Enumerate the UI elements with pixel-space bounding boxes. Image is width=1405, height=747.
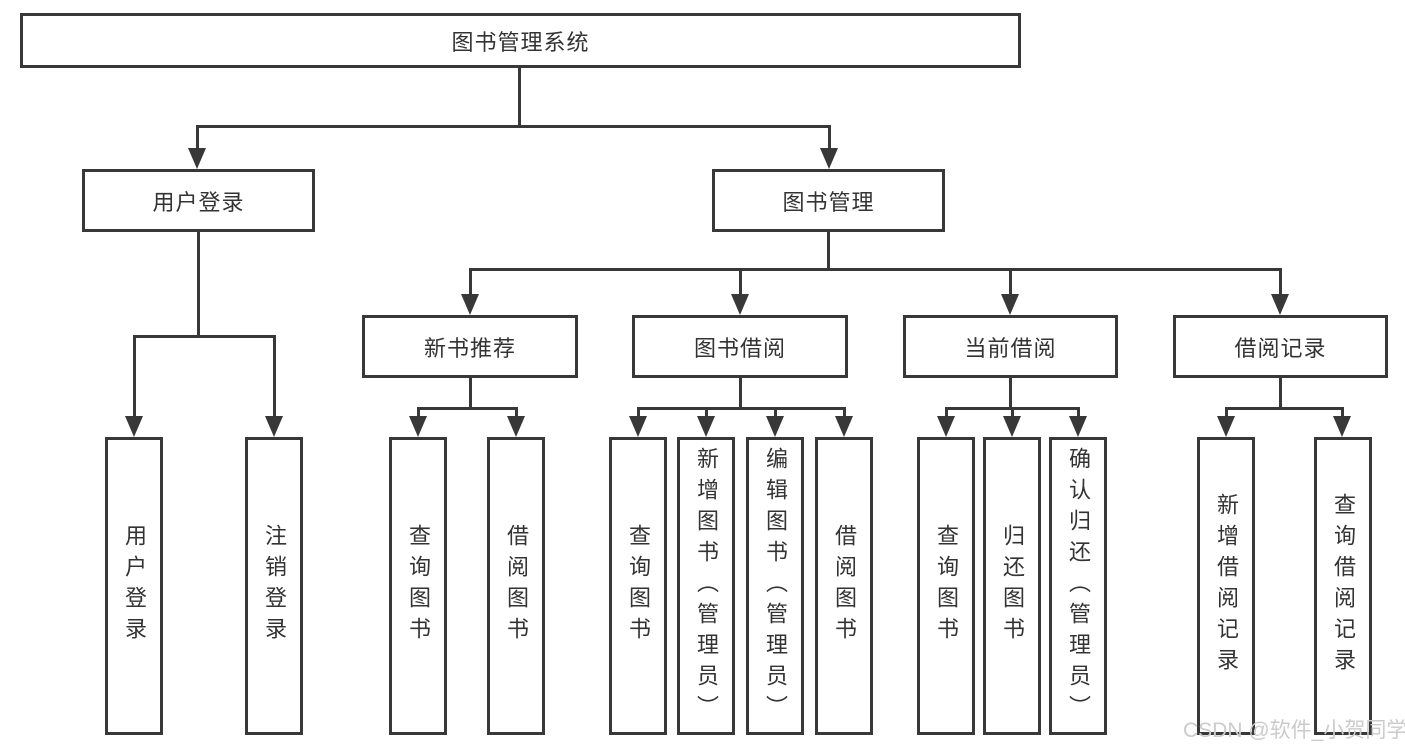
connector-drop: [1225, 407, 1228, 419]
arrowhead-icon: [507, 416, 525, 437]
connector-hbar: [469, 268, 1282, 271]
leaf-label: 新增图书（管理员）: [694, 446, 719, 726]
arrowhead-icon: [125, 416, 143, 437]
connector-root-hbar: [196, 125, 830, 128]
arrowhead-icon: [731, 294, 749, 315]
arrowhead-icon: [1333, 416, 1351, 437]
leaf-borrow-books-2: 借阅图书: [815, 437, 873, 735]
connector-drop: [1341, 407, 1344, 419]
connector-drop: [417, 407, 420, 419]
node-label: 用户登录: [152, 189, 245, 215]
node-book-management: 图书管理: [712, 169, 945, 232]
leaf-label: 用户登录: [122, 524, 147, 648]
connector-hbar: [133, 335, 275, 338]
connector-hbar: [1225, 407, 1344, 410]
connector-drop: [469, 268, 472, 296]
arrowhead-icon: [1001, 294, 1019, 315]
connector-drop: [1011, 407, 1014, 419]
connector-drop: [133, 335, 136, 419]
connector-hbar: [637, 407, 846, 410]
leaf-label: 编辑图书（管理员）: [763, 446, 788, 726]
node-label: 借阅记录: [1234, 335, 1327, 361]
leaf-label: 查询图书: [934, 524, 959, 648]
leaf-user-login: 用户登录: [105, 437, 163, 735]
arrowhead-icon: [188, 148, 206, 169]
connector-drop: [637, 407, 640, 419]
connector-root-trunk: [518, 68, 521, 125]
node-user-login: 用户登录: [82, 169, 315, 232]
connector-trunk: [1009, 378, 1012, 407]
leaf-label: 新增借阅记录: [1214, 493, 1239, 679]
arrowhead-icon: [265, 416, 283, 437]
leaf-query-books-3: 查询图书: [917, 437, 975, 735]
node-label: 当前借阅: [964, 335, 1057, 361]
leaf-label: 确认归还（管理员）: [1066, 446, 1091, 726]
leaf-label: 借阅图书: [832, 524, 857, 648]
leaf-borrow-books-1: 借阅图书: [487, 437, 545, 735]
connector-trunk: [469, 378, 472, 407]
arrowhead-icon: [1217, 416, 1235, 437]
leaf-add-books-admin: 新增图书（管理员）: [677, 437, 735, 735]
connector-drop: [843, 407, 846, 419]
connector-drop: [1077, 407, 1080, 419]
connector-drop: [196, 125, 199, 153]
leaf-edit-books-admin: 编辑图书（管理员）: [746, 437, 804, 735]
arrowhead-icon: [1271, 294, 1289, 315]
leaf-query-books-1: 查询图书: [389, 437, 447, 735]
connector-drop: [774, 407, 777, 419]
arrowhead-icon: [409, 416, 427, 437]
connector-drop: [1009, 268, 1012, 296]
watermark: CSDN @软件_小贺同学: [1183, 719, 1405, 742]
node-label: 图书管理: [782, 189, 875, 215]
node-borrow-records: 借阅记录: [1173, 315, 1388, 378]
arrowhead-icon: [766, 416, 784, 437]
arrowhead-icon: [937, 416, 955, 437]
leaf-label: 借阅图书: [504, 524, 529, 648]
connector-drop: [828, 125, 831, 153]
leaf-label: 归还图书: [1000, 524, 1025, 648]
connector-drop: [515, 407, 518, 419]
connector-trunk: [1279, 378, 1282, 407]
arrowhead-icon: [1069, 416, 1087, 437]
node-label: 新书推荐: [423, 335, 516, 361]
connector-drop: [739, 268, 742, 296]
arrowhead-icon: [835, 416, 853, 437]
leaf-label: 查询借阅记录: [1331, 493, 1356, 679]
connector-trunk: [739, 378, 742, 407]
node-label: 图书借阅: [693, 335, 786, 361]
node-library-management-system: 图书管理系统: [20, 13, 1021, 68]
leaf-return-books: 归还图书: [983, 437, 1041, 735]
connector-hbar: [417, 407, 518, 410]
arrowhead-icon: [1003, 416, 1021, 437]
leaf-label: 注销登录: [262, 524, 287, 648]
connector-trunk: [197, 232, 200, 335]
leaf-confirm-return-admin: 确认归还（管理员）: [1049, 437, 1107, 735]
node-new-book-recommend: 新书推荐: [362, 315, 578, 378]
leaf-label: 查询图书: [406, 524, 431, 648]
leaf-query-borrow-record: 查询借阅记录: [1314, 437, 1372, 735]
node-label: 图书管理系统: [451, 29, 590, 55]
connector-trunk: [827, 232, 830, 268]
leaf-logout: 注销登录: [245, 437, 303, 735]
arrowhead-icon: [820, 148, 838, 169]
connector-drop: [945, 407, 948, 419]
leaf-add-borrow-record: 新增借阅记录: [1197, 437, 1255, 735]
connector-drop: [273, 335, 276, 419]
node-current-borrow: 当前借阅: [903, 315, 1118, 378]
node-book-borrow: 图书借阅: [632, 315, 848, 378]
arrowhead-icon: [461, 294, 479, 315]
arrowhead-icon: [629, 416, 647, 437]
connector-drop: [705, 407, 708, 419]
leaf-query-books-2: 查询图书: [609, 437, 667, 735]
connector-drop: [1279, 268, 1282, 296]
leaf-label: 查询图书: [626, 524, 651, 648]
arrowhead-icon: [697, 416, 715, 437]
